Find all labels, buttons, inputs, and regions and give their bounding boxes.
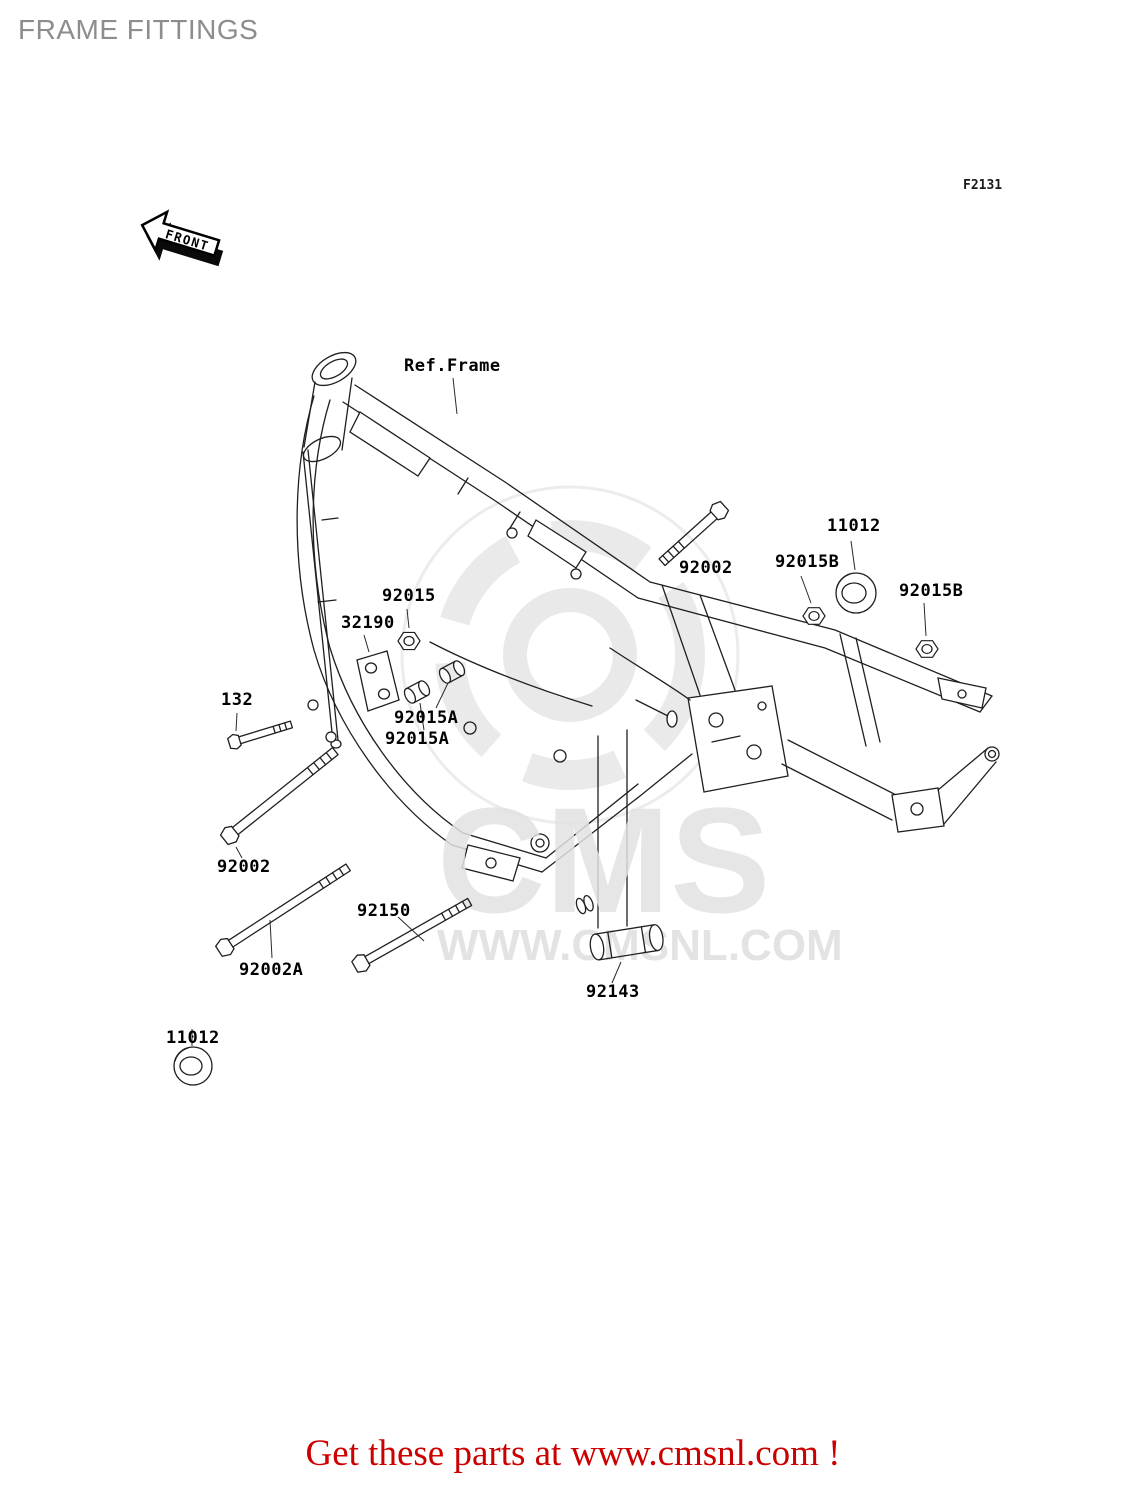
part-label-92002A: 92002A xyxy=(239,960,304,980)
part-label-132: 132 xyxy=(221,690,254,710)
part-label-92002-low: 92002 xyxy=(217,857,271,877)
watermark-logo xyxy=(400,485,740,825)
bolt-132 xyxy=(227,720,294,750)
nut-92015B-1 xyxy=(802,607,826,625)
part-label-92015A-1: 92015A xyxy=(394,708,459,728)
part-label-92015B-1: 92015B xyxy=(775,552,840,572)
part-label-92150: 92150 xyxy=(357,901,411,921)
part-label-11012-top: 11012 xyxy=(827,516,881,536)
front-arrow: FRONT xyxy=(140,209,224,267)
leader-lines xyxy=(191,377,927,1046)
ref-frame-label: Ref.Frame xyxy=(404,356,501,376)
part-label-32190: 32190 xyxy=(341,613,395,633)
bolt-92002-lower xyxy=(219,746,339,846)
cap-11012-bottom xyxy=(173,1046,213,1086)
collar-92015A-1 xyxy=(438,660,466,684)
watermark-brand-text: CMS xyxy=(437,776,770,944)
footer-cta-link[interactable]: Get these parts at www.cmsnl.com ! xyxy=(305,1433,841,1474)
bolt-92002A xyxy=(214,863,351,958)
cap-11012-top xyxy=(835,572,877,614)
bolt-92002-top xyxy=(658,500,730,567)
front-arrow-shape xyxy=(140,209,221,258)
part-label-11012-bottom: 11012 xyxy=(166,1028,220,1048)
page-title: FRAME FITTINGS xyxy=(18,14,259,45)
nut-92015B-2 xyxy=(915,640,939,658)
sleeve-92143 xyxy=(589,924,664,961)
collar-92015A-2 xyxy=(403,680,431,704)
hardware-parts xyxy=(173,500,939,1086)
watermark-url-text: WWW.CMSNL.COM xyxy=(437,921,843,970)
part-label-92015B-2: 92015B xyxy=(899,581,964,601)
frame-outline xyxy=(296,351,1000,929)
bolt-92150 xyxy=(351,897,473,973)
watermark-text: CMS WWW.CMSNL.COM xyxy=(437,776,843,970)
part-label-92015A-2: 92015A xyxy=(385,729,450,749)
bracket-32190 xyxy=(356,650,400,712)
part-label-92002-top: 92002 xyxy=(679,558,733,578)
nut-92015 xyxy=(397,631,421,651)
washer-92143 xyxy=(575,894,594,915)
part-label-92015: 92015 xyxy=(382,586,436,606)
part-label-92143: 92143 xyxy=(586,982,640,1002)
figure-code: F2131 xyxy=(963,178,1003,193)
